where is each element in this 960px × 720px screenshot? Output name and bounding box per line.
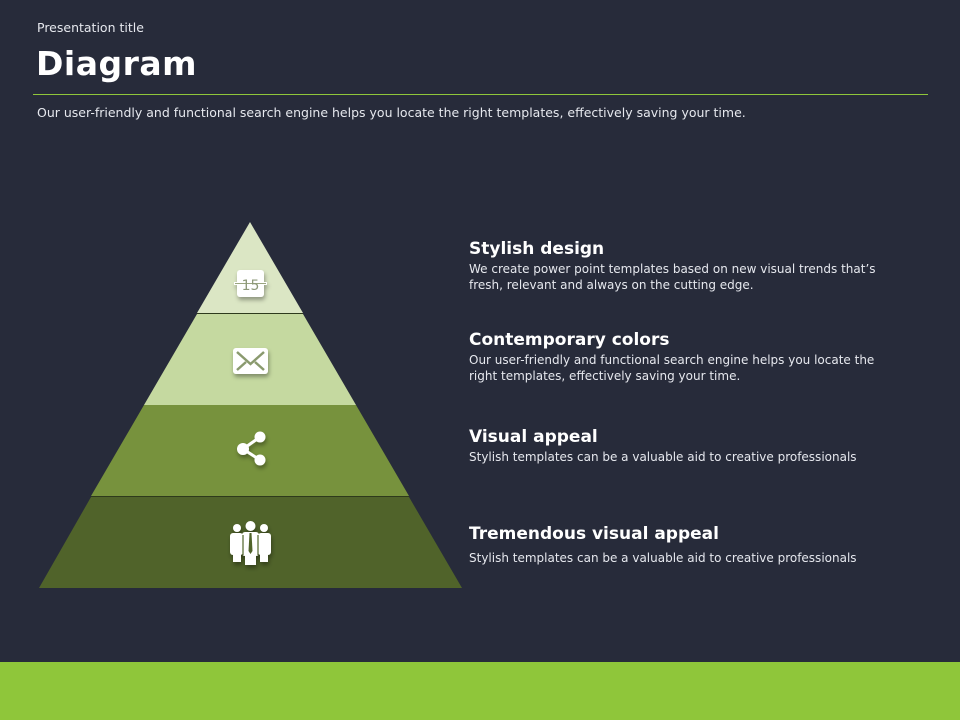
item-text: We create power point templates based on… (469, 262, 876, 292)
item-text: Stylish templates can be a valuable aid … (469, 551, 857, 565)
page-title: Diagram (36, 44, 198, 83)
item-tremendous-visual-appeal: Tremendous visual appeal Stylish templat… (469, 524, 909, 566)
pyramid-level-3 (91, 405, 409, 496)
item-stylish-design: Stylish design We create power point tem… (469, 239, 909, 293)
item-text: Stylish templates can be a valuable aid … (469, 450, 857, 464)
footer-accent-bar (0, 662, 960, 720)
item-contemporary-colors: Contemporary colors Our user-friendly an… (469, 330, 909, 384)
item-heading: Stylish design (469, 239, 605, 259)
envelope-icon (233, 348, 268, 374)
team-icon-tie (248, 533, 253, 554)
envelope-fold (254, 361, 265, 371)
share-icon (237, 431, 266, 466)
presentation-subtitle: Presentation title (37, 20, 144, 35)
item-text: Our user-friendly and functional search … (469, 353, 875, 383)
pyramid-level-1 (197, 222, 303, 313)
title-divider (33, 94, 928, 95)
page-description: Our user-friendly and functional search … (37, 105, 746, 120)
item-heading: Visual appeal (469, 427, 598, 447)
envelope-fold (236, 361, 247, 371)
team-icon (230, 521, 271, 565)
envelope-flap (236, 351, 265, 366)
item-heading: Tremendous visual appeal (469, 524, 719, 544)
item-heading: Contemporary colors (469, 330, 670, 350)
item-visual-appeal: Visual appeal Stylish templates can be a… (469, 427, 909, 465)
calendar-day: 15 (242, 278, 260, 294)
